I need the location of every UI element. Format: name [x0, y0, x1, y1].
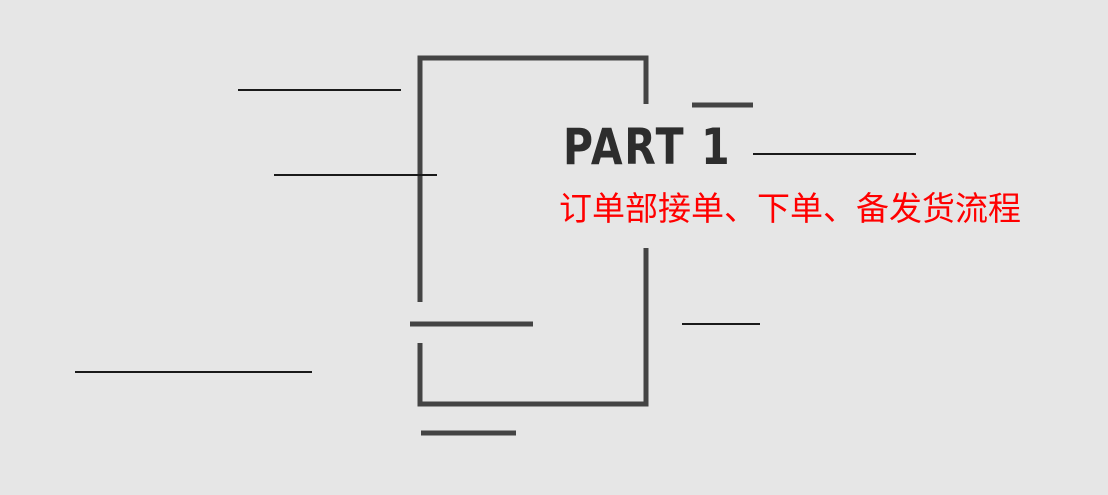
decorative-rule — [238, 89, 401, 91]
decorative-rule — [75, 371, 312, 373]
frame-bottom-segment — [417, 248, 649, 407]
decorative-rule — [753, 153, 916, 155]
part-label: PART 1 — [563, 118, 732, 176]
decorative-rule — [682, 323, 760, 325]
section-subtitle: 订单部接单、下单、备发货流程 — [559, 189, 1021, 228]
decorative-rule — [274, 174, 437, 176]
frame-top-left-segment — [417, 55, 649, 302]
